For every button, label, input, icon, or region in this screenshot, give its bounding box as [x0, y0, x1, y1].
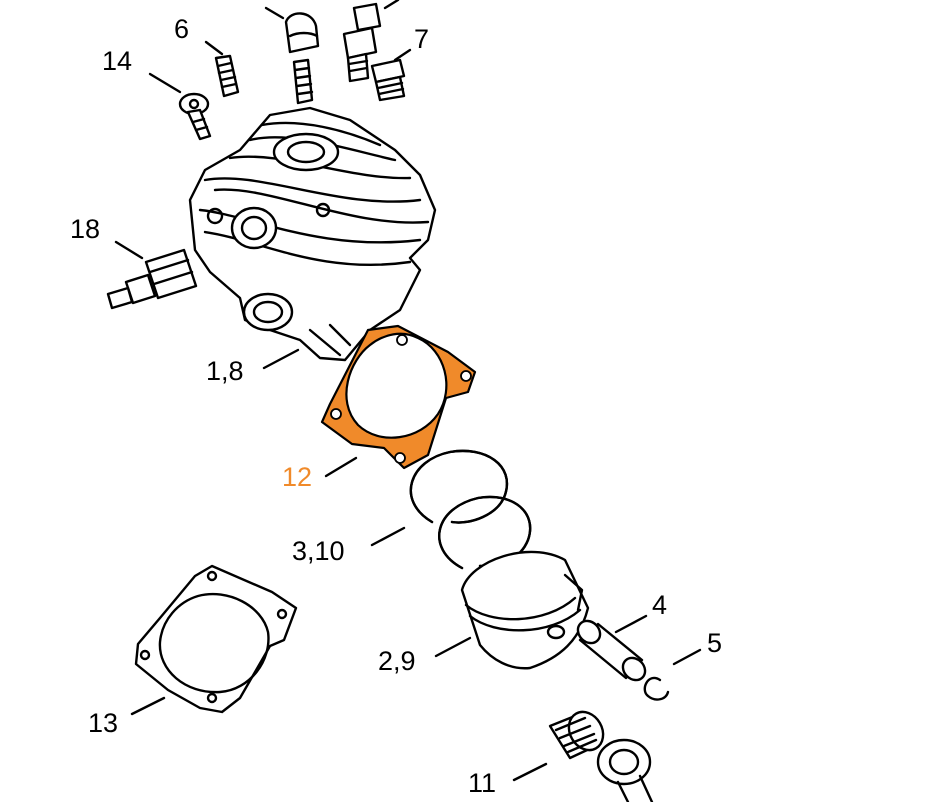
part-stud-center [292, 58, 314, 105]
label-7: 7 [414, 24, 429, 54]
part-5-circlip [643, 676, 670, 701]
part-13-base-gasket [134, 564, 298, 714]
part-12-cylinder-gasket [320, 324, 477, 470]
part-decompression-valve [342, 2, 382, 83]
label-1-8: 1,8 [206, 356, 244, 386]
part-7-plug [370, 58, 406, 102]
label-2-9: 2,9 [378, 646, 416, 676]
label-4: 4 [652, 590, 667, 620]
label-3-10: 3,10 [292, 536, 345, 566]
label-11: 11 [468, 768, 496, 798]
label-18: 18 [70, 214, 100, 244]
part-2-9-piston [460, 550, 590, 670]
leader-lines [114, 0, 702, 782]
part-connecting-rod [596, 738, 654, 802]
part-1-8-cylinder [188, 106, 437, 362]
part-3-10-piston-rings [409, 449, 532, 570]
part-6-stud [214, 54, 240, 98]
label-12: 12 [282, 462, 312, 492]
part-14-screw [178, 92, 212, 141]
part-11-needle-cage [548, 710, 605, 760]
label-6: 6 [174, 14, 189, 44]
callout-labels: 6 14 7 18 1,8 12 3,10 4 5 2,9 13 11 [70, 14, 722, 798]
part-cap-nut [284, 12, 320, 54]
label-13: 13 [88, 708, 118, 738]
label-5: 5 [707, 628, 722, 658]
label-14: 14 [102, 46, 132, 76]
part-18-spark-plug [106, 248, 198, 310]
part-4-piston-pin [576, 619, 647, 682]
